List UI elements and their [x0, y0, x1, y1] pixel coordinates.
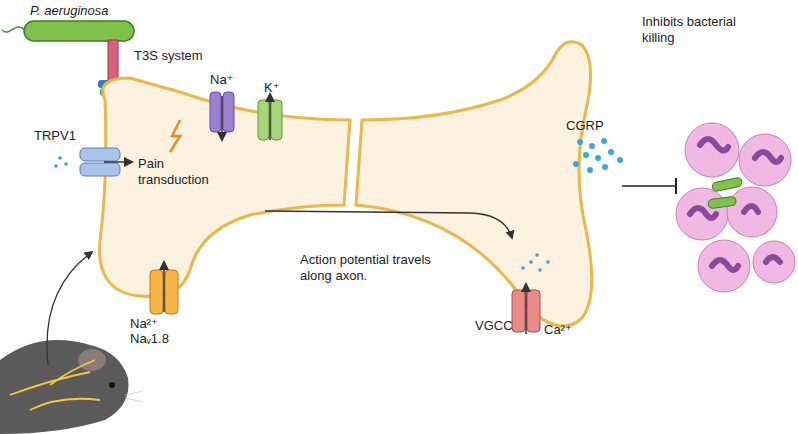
- label: VGCC: [475, 318, 513, 334]
- trpv1-channel: [80, 148, 120, 161]
- pain-bolt: [170, 120, 180, 152]
- label: T3S system: [134, 48, 203, 64]
- nav18-channel: [165, 270, 178, 314]
- nav18-channel: [150, 270, 163, 314]
- vgcc-channel: [512, 290, 525, 332]
- label: TRPV1: [34, 128, 76, 144]
- bacterium: [24, 21, 134, 41]
- sodium-channel: [210, 92, 221, 132]
- label: Na⁺: [210, 72, 233, 88]
- potassium-channel: [258, 100, 269, 140]
- trpv1-channel: [80, 163, 120, 176]
- label: P. aeruginosa: [30, 3, 109, 19]
- mouse: [0, 340, 143, 434]
- label: CGRP: [566, 118, 604, 134]
- neutrophils: [676, 123, 795, 292]
- flagellum: [2, 27, 25, 32]
- label: Pain transduction: [138, 156, 218, 187]
- cgrp-dots: [573, 138, 623, 173]
- label: Inhibits bacterial killing: [642, 14, 762, 45]
- inhibition-line: [622, 185, 676, 187]
- axon-terminal: [356, 42, 592, 326]
- potassium-channel: [271, 100, 282, 140]
- vgcc-channel: [527, 290, 540, 332]
- label: Action potential travels along axon.: [300, 252, 440, 283]
- label: K⁺: [264, 80, 280, 96]
- label: Na²⁺: [130, 316, 158, 332]
- label: Ca²⁺: [544, 322, 572, 338]
- label: Naᵥ1.8: [130, 331, 169, 347]
- sodium-channel: [223, 92, 234, 132]
